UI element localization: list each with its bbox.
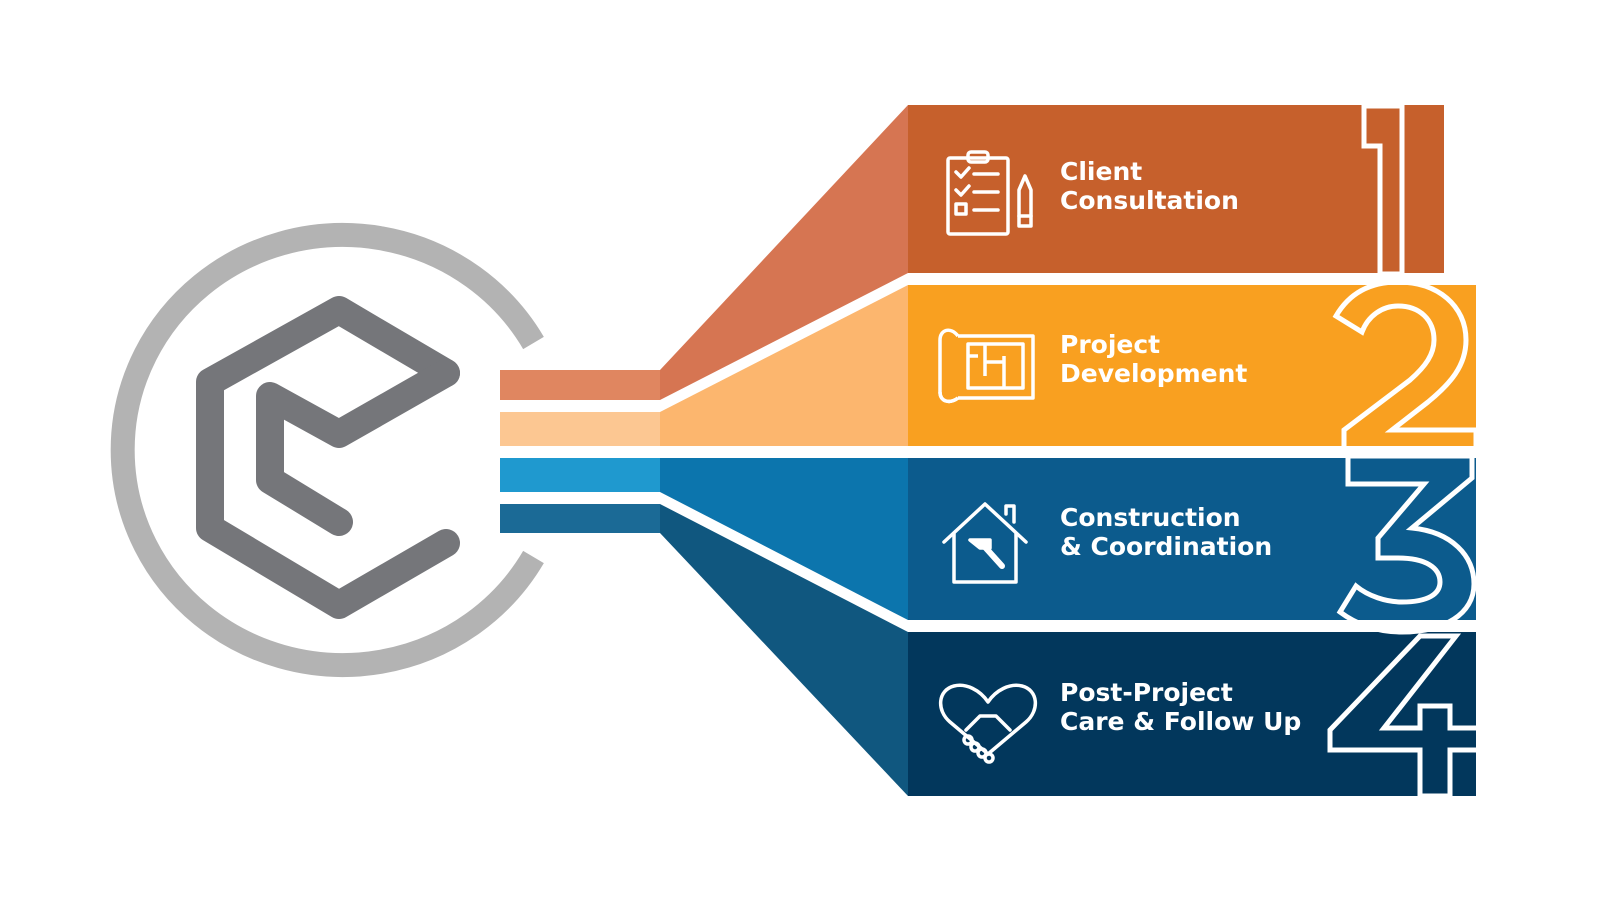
step-number-4 [1327,633,1487,799]
step-number-2 [1332,279,1479,453]
step-number-1 [1361,103,1405,277]
strip-step-1 [500,370,660,400]
box-step-4 [908,632,1476,796]
wedge-step-4 [660,504,908,796]
step-number-3 [1336,453,1477,635]
blueprint-plan-icon [938,328,1035,404]
funnel-strips [500,370,660,533]
step-labels: Client Consultation Project Development … [1060,157,1301,736]
step-3-title: Construction & Coordination [1060,503,1272,561]
wedge-step-2 [660,285,908,446]
band-separators [500,275,1360,630]
logo-ring [110,223,544,677]
heart-handshake-icon [939,683,1037,764]
clipboard-checklist-icon [946,150,1033,236]
box-step-1 [908,105,1444,273]
wedge-step-3 [660,458,908,620]
step-4-title: Post-Project Care & Follow Up [1060,678,1301,736]
logo-inner-chevron [256,359,460,536]
step-1-title: Client Consultation [1060,157,1239,215]
strip-step-2 [500,412,660,446]
step-2-title: Project Development [1060,330,1247,388]
strip-step-3 [500,458,660,492]
wedge-step-1 [660,105,908,400]
step-numbers [1327,103,1487,799]
strip-step-4 [500,504,660,533]
hexagon-c-logo-icon [110,223,544,677]
logo-outer-hexagon [196,296,460,619]
house-hammer-icon [942,502,1028,584]
funnel-wedges [660,105,908,796]
